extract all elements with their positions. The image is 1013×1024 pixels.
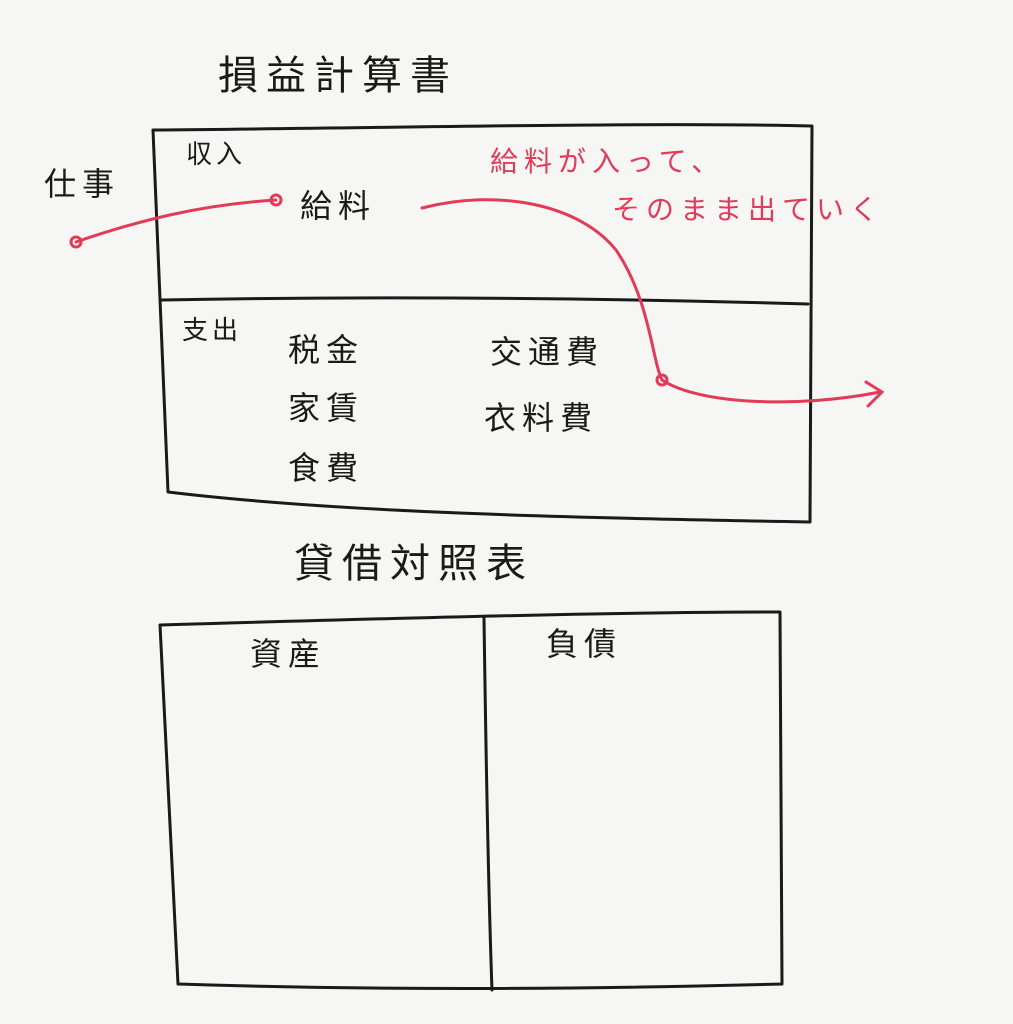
annotation-line-2: そのまま出ていく: [612, 193, 885, 226]
work-label: 仕事: [44, 165, 121, 203]
balance-sheet-box: [158, 610, 784, 990]
income-statement-divider: [160, 296, 810, 306]
annotation-line-1: 給料が入って、: [490, 145, 726, 178]
salary-item: 給料: [300, 187, 377, 225]
expense-item-clothing: 衣料費: [484, 399, 599, 437]
salary-outflow-arrow: [420, 198, 885, 408]
expense-item-food: 食費: [288, 449, 365, 487]
expense-item-rent: 家賃: [288, 389, 365, 427]
assets-label: 資産: [250, 635, 327, 673]
income-statement-box: [151, 123, 814, 524]
expenses-label: 支出: [182, 316, 243, 346]
income-statement-title: 損益計算書: [218, 53, 458, 99]
balance-sheet-title: 貸借対照表: [294, 541, 534, 587]
expense-item-tax: 税金: [288, 331, 365, 369]
revenue-label: 収入: [186, 140, 247, 170]
balance-sheet-divider: [482, 616, 494, 992]
work-to-salary-flow: [69, 193, 283, 249]
liabilities-label: 負債: [546, 625, 623, 663]
expense-item-transport: 交通費: [490, 333, 605, 371]
